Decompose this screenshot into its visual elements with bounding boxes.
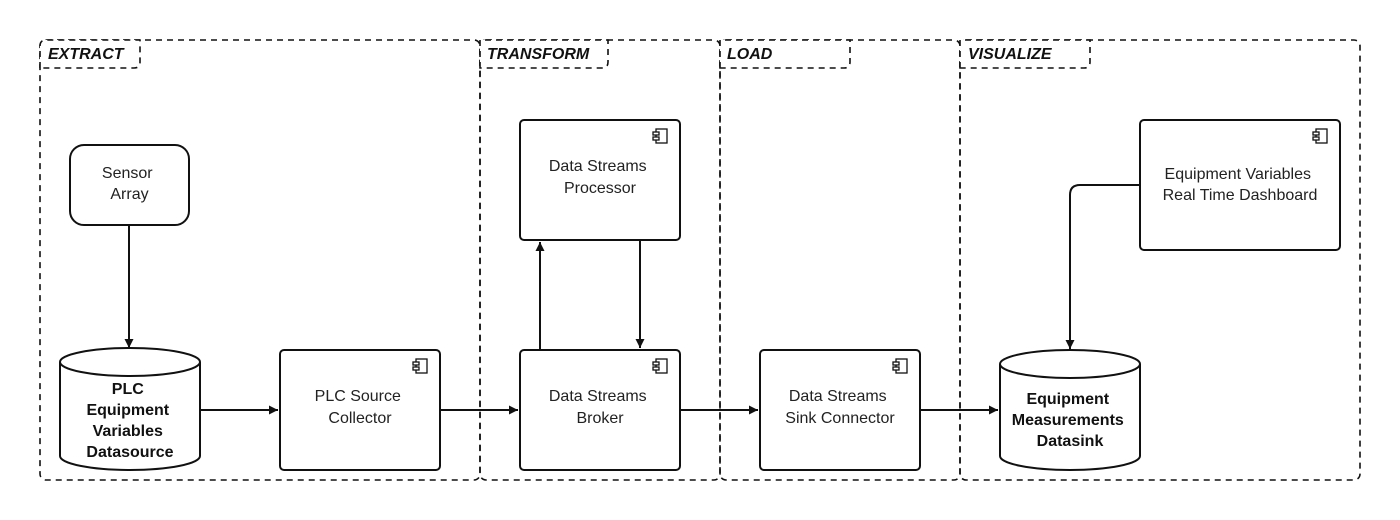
phase-visualize: VISUALIZE xyxy=(959,39,1361,481)
plc-source-collector-label: PLC Source Collector xyxy=(315,388,406,427)
data-streams-broker-node[interactable]: Data Streams Broker xyxy=(519,349,681,471)
real-time-dashboard-node[interactable]: Equipment Variables Real Time Dashboard xyxy=(1139,119,1341,251)
plc-source-collector-node[interactable]: PLC Source Collector xyxy=(279,349,441,471)
data-streams-sink-connector-node[interactable]: Data Streams Sink Connector xyxy=(759,349,921,471)
plc-datasource-label: PLC Equipment Variables Datasource xyxy=(86,381,173,461)
phase-transform-label: TRANSFORM xyxy=(487,46,590,63)
phase-load-label: LOAD xyxy=(727,46,773,63)
edge-dashboard-to-datasink xyxy=(1065,184,1140,349)
data-streams-broker-label: Data Streams Broker xyxy=(549,388,651,427)
data-streams-processor-node[interactable]: Data Streams Processor xyxy=(519,119,681,241)
phase-load: LOAD xyxy=(719,39,961,481)
phase-visualize-label: VISUALIZE xyxy=(968,46,1053,63)
real-time-dashboard-label: Equipment Variables Real Time Dashboard xyxy=(1163,166,1318,204)
equipment-datasink-label: Equipment Measurements Datasink xyxy=(1012,391,1129,450)
sensor-array-label: Sensor Array xyxy=(102,165,157,203)
equipment-datasink-node[interactable]: Equipment Measurements Datasink xyxy=(999,349,1141,471)
data-streams-processor-label: Data Streams Processor xyxy=(549,158,651,197)
sensor-array-node[interactable]: Sensor Array xyxy=(69,144,190,226)
plc-datasource-node[interactable]: PLC Equipment Variables Datasource xyxy=(59,347,201,471)
phase-extract-label: EXTRACT xyxy=(48,46,125,63)
data-streams-sink-connector-label: Data Streams Sink Connector xyxy=(785,388,895,427)
connectors xyxy=(124,184,1140,415)
